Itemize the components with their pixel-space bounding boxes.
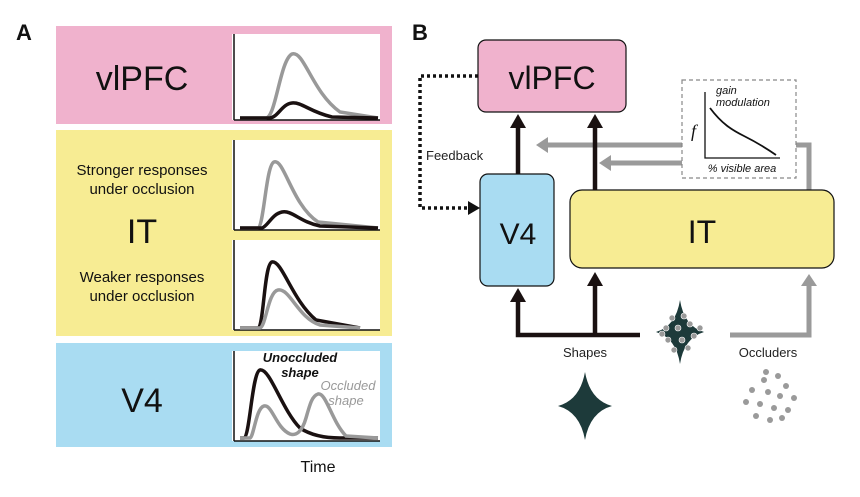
- a-it-label: IT: [127, 213, 157, 251]
- a-it-stronger-plot: [232, 140, 380, 230]
- b-it-box: [569, 189, 835, 269]
- a-unoccluded-line2: shape: [281, 365, 319, 380]
- a-unoccluded-line1: Unoccluded: [263, 350, 338, 365]
- b-it-to-vlpfc-gray-arrow: [544, 142, 812, 190]
- a-v4-black-trace: [240, 368, 378, 440]
- b-visible-area-label: % visible area: [708, 163, 776, 175]
- b-gain-line2: modulation: [716, 97, 770, 109]
- a-v4-plot: [232, 351, 380, 441]
- a-it-weaker-line2: under occlusion: [89, 288, 194, 305]
- a-time-label: Time: [301, 459, 336, 476]
- b-vlpfc-label: vlPFC: [508, 60, 595, 96]
- b-gain-curve: [709, 107, 777, 156]
- b-gain-line1: gain: [716, 85, 737, 97]
- b-occluders-to-it-arrow: [730, 282, 812, 338]
- b-occluders-icon: [743, 369, 797, 423]
- b-v4-label: V4: [500, 218, 537, 251]
- a-it-stronger-black-trace: [240, 210, 379, 230]
- b-shape-icon: [558, 372, 612, 440]
- b-gain-inset: [681, 79, 797, 179]
- a-it-weaker-gray-trace: [240, 288, 361, 330]
- b-vlpfc-box: [477, 39, 627, 113]
- b-gain-axes: [704, 92, 780, 159]
- a-v4-gray-trace: [240, 392, 379, 440]
- b-feedback-arrow: [418, 74, 478, 210]
- a-v4-label: V4: [121, 382, 163, 420]
- a-vlpfc-black-trace: [240, 101, 379, 120]
- a-vlpfc-label: vlPFC: [96, 60, 189, 98]
- b-shapes-to-v4-arrow: [515, 298, 640, 338]
- b-f-label: f: [691, 121, 699, 141]
- a-it-stronger-line2: under occlusion: [89, 181, 194, 198]
- a-it-weaker-line1: Weaker responses: [80, 269, 205, 286]
- a-occluded-line2: shape: [328, 393, 363, 408]
- a-vlpfc-gray-trace: [240, 52, 379, 120]
- a-it-weaker-black-trace: [240, 260, 361, 330]
- a-occluded-line1: Occluded: [321, 378, 377, 393]
- panel-b-letter: B: [412, 20, 428, 45]
- panel-a-letter: A: [16, 20, 32, 45]
- b-feedback-label: Feedback: [426, 148, 484, 163]
- a-it-stronger-line1: Stronger responses: [77, 162, 208, 179]
- b-occluded-shape-icon: [656, 300, 704, 364]
- b-it-label: IT: [688, 214, 716, 250]
- b-shapes-label: Shapes: [563, 345, 608, 360]
- b-occluders-label: Occluders: [739, 345, 798, 360]
- a-it-stronger-gray-trace: [240, 160, 379, 230]
